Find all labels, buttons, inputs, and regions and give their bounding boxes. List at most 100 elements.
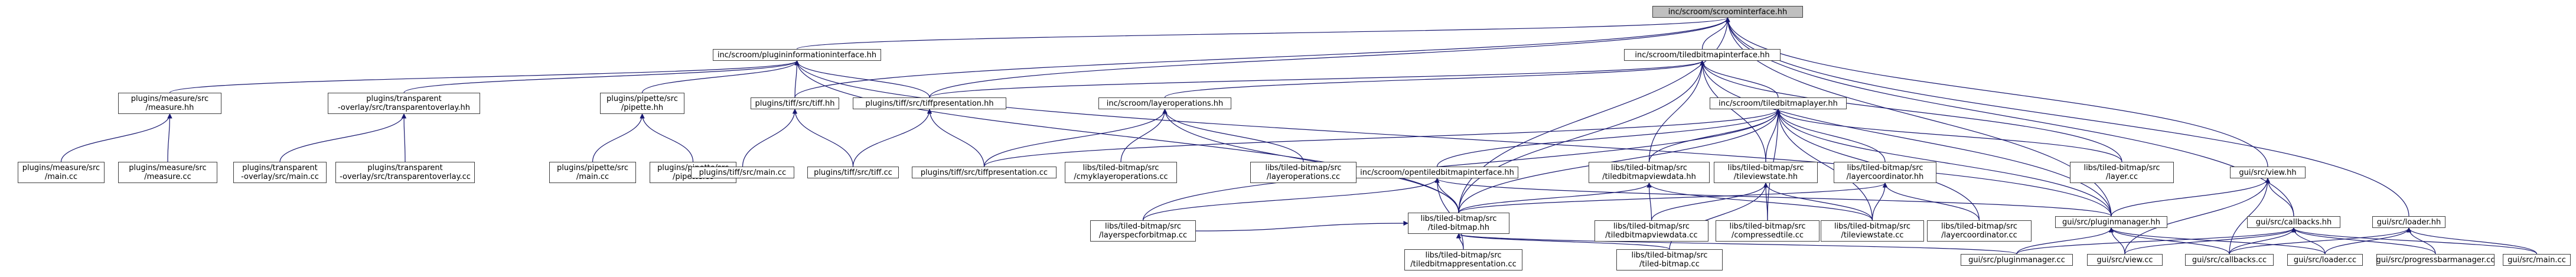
graph-node-measure[interactable]: plugins/measure/src/measure.hh: [118, 93, 221, 114]
graph-node-tblayer[interactable]: inc/scroom/tiledbitmaplayer.hh: [1710, 97, 1847, 109]
node-label: plugins/measure/src: [22, 164, 100, 172]
graph-node-pmhh[interactable]: gui/src/pluginmanager.hh: [2055, 216, 2167, 228]
node-label: inc/scroom/tiledbitmapinterface.hh: [1635, 50, 1770, 60]
graph-node-loaderhh[interactable]: gui/src/loader.hh: [2372, 216, 2445, 228]
graph-node-layercc[interactable]: libs/tiled-bitmap/src/layer.cc: [2070, 162, 2174, 183]
node-label: /tiled-bitmap.hh: [1427, 223, 1490, 232]
node-label: /layercoordinator.hh: [1846, 172, 1924, 181]
graph-node-pii[interactable]: inc/scroom/plugininformationinterface.hh: [713, 49, 881, 61]
graph-node-tiffprescc[interactable]: plugins/tiff/src/tiffpresentation.cc: [912, 167, 1057, 178]
graph-node-lccc[interactable]: libs/tiled-bitmap/src/layercoordinator.c…: [1927, 220, 2032, 242]
node-label: plugins/tiff/src/tiff.hh: [755, 99, 835, 108]
graph-node-pmcc[interactable]: gui/src/pluginmanager.cc: [1961, 254, 2073, 266]
graph-node-layeropscc[interactable]: libs/tiled-bitmap/src/layeroperations.cc: [1250, 162, 1357, 183]
edge-cbhh-to-root: [1725, 17, 2294, 217]
edge-tiffcc-to-tiffhh: [792, 109, 854, 167]
graph-node-root[interactable]: inc/scroom/scroominterface.hh: [1652, 6, 1803, 18]
node-label: inc/scroom/opentiledbitmapinterface.hh: [1360, 168, 1514, 177]
node-label: libs/tiled-bitmap/src: [1425, 251, 1502, 260]
edge-pmhh-to-tblayer: [1775, 109, 2112, 217]
graph-node-tovlmain[interactable]: plugins/transparent-overlay/src/main.cc: [233, 162, 327, 183]
graph-node-tiffmain[interactable]: plugins/tiff/src/main.cc: [691, 167, 794, 178]
graph-node-viewcc[interactable]: gui/src/view.cc: [2087, 254, 2163, 266]
node-label: libs/tiled-bitmap/src: [1082, 164, 1159, 172]
node-label: libs/tiled-bitmap/src: [2083, 164, 2160, 172]
node-label: plugins/measure/src: [131, 94, 209, 103]
node-label: plugins/measure/src: [129, 164, 207, 172]
graph-node-compcc[interactable]: libs/tiled-bitmap/src/compressedtile.cc: [1716, 220, 1819, 242]
node-label: /layer.cc: [2105, 172, 2138, 181]
node-label: /layercoordinator.cc: [1941, 231, 2017, 240]
node-label: plugins/tiff/src/tiffpresentation.hh: [865, 99, 994, 108]
node-label: /cmyklayeroperations.cc: [1074, 172, 1168, 181]
edge-tovlcc-to-tovl: [401, 113, 407, 162]
node-label: /pipette.hh: [621, 103, 664, 112]
edge-tovlmain-to-tovl: [279, 113, 407, 162]
node-label: /tiled-bitmap.cc: [1639, 260, 1700, 269]
node-label: libs/tiled-bitmap/src: [1847, 164, 1923, 172]
graph-node-tvscc[interactable]: libs/tiled-bitmap/src/tileviewstate.cc: [1821, 220, 1924, 242]
node-label: /compressedtile.cc: [1732, 231, 1804, 240]
node-label: gui/src/main.cc: [2507, 255, 2566, 265]
edge-tiffcc-to-tiffpres: [852, 109, 932, 167]
graph-node-tbvdhh[interactable]: libs/tiled-bitmap/src/tiledbitmapviewdat…: [1589, 162, 1710, 183]
node-label: /tileviewstate.cc: [1841, 231, 1904, 240]
graph-node-tovlcc[interactable]: plugins/transparent-overlay/src/transpar…: [335, 162, 475, 183]
graph-node-lchh[interactable]: libs/tiled-bitmap/src/layercoordinator.h…: [1834, 162, 1936, 183]
graph-node-meascc[interactable]: plugins/measure/src/measure.cc: [118, 162, 217, 183]
node-label: -overlay/src/transparentoverlay.hh: [338, 103, 470, 112]
edge-pmhh-to-opentbi: [1434, 178, 2112, 217]
edge-tbhh-to-root: [1458, 17, 1730, 213]
edge-tbhh-to-tbi: [1458, 60, 1705, 213]
edge-tbhh-to-lchh: [1458, 183, 1887, 213]
graph-node-cbcc[interactable]: gui/src/callbacks.cc: [2185, 254, 2274, 266]
graph-node-tvshh[interactable]: libs/tiled-bitmap/src/tileviewstate.hh: [1714, 162, 1818, 183]
edge-pmhh-to-tbi: [1700, 60, 2112, 217]
edge-lsb-to-opentbi: [1142, 178, 1440, 221]
edge-tiffpres-to-tbi: [929, 60, 1705, 98]
node-label: plugins/tiff/src/tiff.cc: [814, 168, 892, 177]
node-label: gui/src/loader.hh: [2376, 217, 2441, 227]
node-label: libs/tiled-bitmap/src: [1420, 214, 1497, 223]
edge-tbvdcc-to-tbvdhh: [1646, 183, 1652, 221]
graph-node-tbhh[interactable]: libs/tiled-bitmap/src/tiled-bitmap.hh: [1408, 213, 1509, 234]
graph-node-opentbi[interactable]: inc/scroom/opentiledbitmapinterface.hh: [1356, 167, 1518, 178]
graph-node-tbvdcc[interactable]: libs/tiled-bitmap/src/tiledbitmapviewdat…: [1594, 220, 1708, 242]
edge-tbhh-to-pii: [794, 60, 1459, 213]
graph-node-cmyk[interactable]: libs/tiled-bitmap/src/cmyklayeroperation…: [1065, 162, 1177, 183]
graph-node-pbm[interactable]: gui/src/progressbarmanager.cc: [2376, 254, 2495, 266]
edge-measmain-to-measure: [60, 113, 172, 162]
edge-pbm-to-cbhh: [2291, 227, 2436, 255]
graph-node-tbcc[interactable]: libs/tiled-bitmap/src/tiled-bitmap.cc: [1616, 249, 1723, 271]
graph-node-cbhh[interactable]: gui/src/callbacks.hh: [2247, 216, 2340, 228]
graph-node-tiffhh[interactable]: plugins/tiff/src/tiff.hh: [751, 97, 839, 109]
edge-pmhh-to-root: [1725, 17, 2112, 217]
edge-tbcc-to-tbhh: [1456, 233, 1670, 250]
node-label: inc/scroom/layeroperations.hh: [1106, 99, 1224, 108]
node-label: libs/tiled-bitmap/src: [1834, 222, 1911, 231]
graph-node-loadercc[interactable]: gui/src/loader.cc: [2287, 254, 2363, 266]
edge-viewcc-to-cbhh: [2124, 227, 2297, 255]
edge-tiffhh-to-root: [794, 17, 1730, 98]
edge-tiffprescc-to-layerops: [983, 109, 1168, 167]
graph-node-layerops[interactable]: inc/scroom/layeroperations.hh: [1098, 97, 1231, 109]
graph-node-tiffpres[interactable]: plugins/tiff/src/tiffpresentation.hh: [853, 97, 1006, 109]
graph-node-tiffcc[interactable]: plugins/tiff/src/tiff.cc: [807, 167, 899, 178]
graph-node-pipmain[interactable]: plugins/pipette/src/main.cc: [549, 162, 636, 183]
graph-node-measmain[interactable]: plugins/measure/src/main.cc: [18, 162, 105, 183]
node-label: libs/tiled-bitmap/src: [1729, 222, 1806, 231]
edge-cbcc-to-pmhh: [2108, 227, 2230, 255]
graph-node-guimain[interactable]: gui/src/main.cc: [2503, 254, 2571, 266]
graph-node-viewhh[interactable]: gui/src/view.hh: [2230, 167, 2306, 178]
graph-node-pipette[interactable]: plugins/pipette/src/pipette.hh: [600, 93, 684, 114]
node-label: plugins/transparent: [242, 164, 318, 172]
node-label: /main.cc: [44, 172, 78, 181]
node-label: -overlay/src/main.cc: [241, 172, 319, 181]
graph-node-tovl[interactable]: plugins/transparent-overlay/src/transpar…: [328, 93, 480, 114]
graph-node-tbi[interactable]: inc/scroom/tiledbitmapinterface.hh: [1624, 49, 1781, 61]
node-label: inc/scroom/scroominterface.hh: [1668, 7, 1788, 17]
edge-tiffpres-to-root: [929, 17, 1730, 98]
graph-node-tbpres[interactable]: libs/tiled-bitmap/src/tiledbitmappresent…: [1404, 249, 1522, 271]
graph-node-lsb[interactable]: libs/tiled-bitmap/src/layerspecforbitmap…: [1090, 220, 1196, 242]
node-label: /tileviewstate.hh: [1733, 172, 1798, 181]
